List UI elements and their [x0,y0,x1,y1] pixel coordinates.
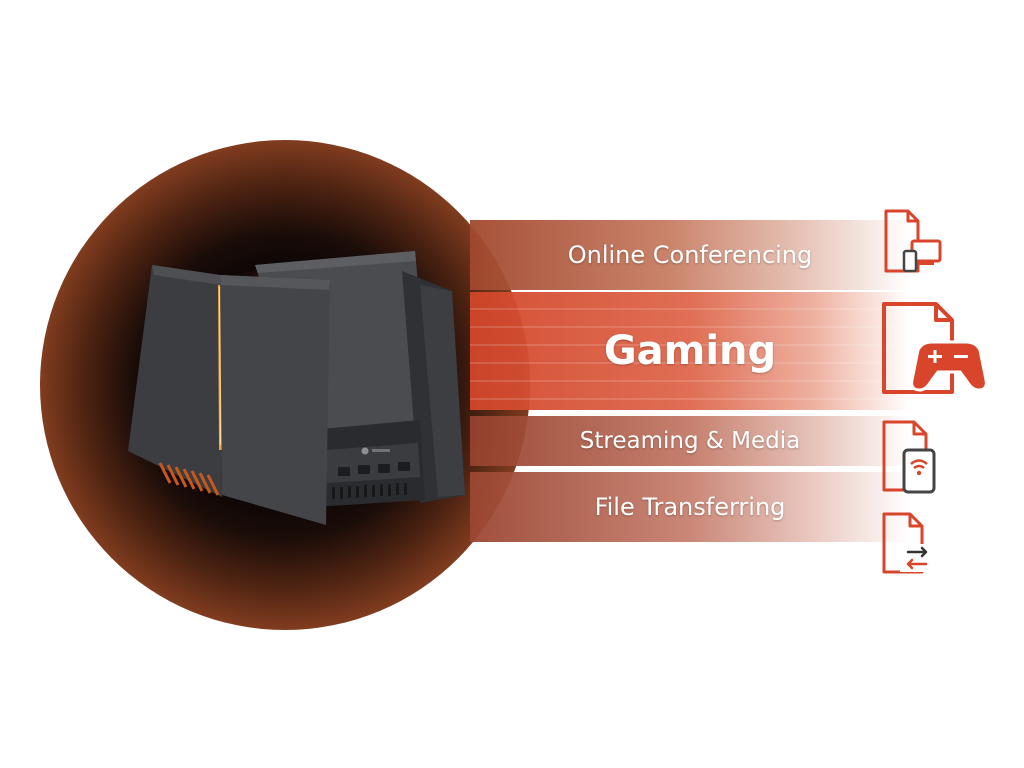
router-button [358,465,370,474]
router-vent [332,483,407,499]
router-left-wing [128,265,222,497]
conferencing-devices-icon [884,209,942,273]
router-button [398,462,410,471]
router-orange-grille [158,462,220,496]
router-button [378,464,390,473]
feature-band-gaming: Gaming [470,292,910,410]
router-button [338,467,350,476]
feature-band-online-conferencing: Online Conferencing [470,220,910,290]
feature-label-gaming: Gaming [603,328,777,374]
file-transfer-icon [882,512,932,574]
router-front-panel [220,275,330,525]
feature-label-file-transferring: File Transferring [594,493,786,521]
feature-band-streaming-media: Streaming & Media [470,416,910,466]
gaming-band-stripes [470,292,910,410]
router-image [128,251,465,525]
feature-label-streaming-media: Streaming & Media [579,428,801,454]
phone-wifi-icon [882,420,936,494]
gamepad-icon [882,302,988,394]
feature-label-online-conferencing: Online Conferencing [567,241,813,269]
feature-bands: Online Conferencing Gaming Streaming & M… [470,210,910,550]
feature-band-file-transferring: File Transferring [470,472,910,542]
router-logo [361,447,369,455]
